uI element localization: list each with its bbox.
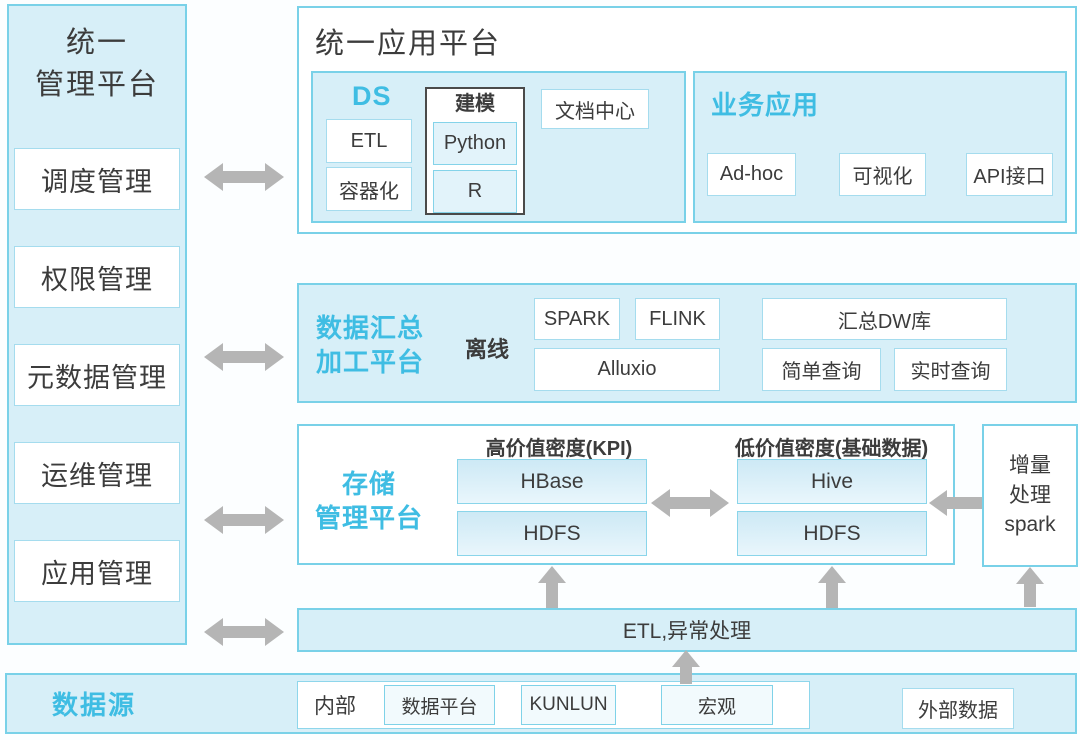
- arrow-head-left: [204, 163, 223, 191]
- external-data-box: 外部数据: [902, 688, 1014, 729]
- dw-store-box: 汇总DW库: [762, 298, 1007, 340]
- offline-label: 离线: [465, 337, 510, 362]
- arrow-head-right: [265, 343, 284, 371]
- up-arrow: [538, 566, 566, 608]
- api-box: API接口: [966, 153, 1053, 196]
- storage-title-line1: 存储: [341, 469, 396, 499]
- application-platform-panel: 统一应用平台 DS ETL 容器化 建模 Python R 文档中心 业务应用 …: [297, 6, 1077, 234]
- arrow-shaft: [546, 583, 558, 608]
- macro-box: 宏观: [661, 685, 773, 725]
- python-box: Python: [433, 122, 517, 165]
- management-platform-panel: 统一 管理平台 调度管理 权限管理 元数据管理 运维管理 应用管理: [7, 4, 187, 645]
- high-density-header: 高价值密度(KPI): [485, 438, 633, 460]
- sidebar-item-metadata: 元数据管理: [14, 344, 180, 406]
- arrow-shaft: [826, 583, 838, 608]
- spark-box: SPARK: [534, 298, 620, 340]
- datasource-panel: 数据源 内部 数据平台 KUNLUN 宏观 外部数据: [5, 673, 1077, 734]
- hdfs-box-high: HDFS: [457, 511, 647, 556]
- hive-box: Hive: [737, 459, 927, 504]
- bidirectional-arrow: [204, 163, 284, 191]
- arrow-head-right: [265, 506, 284, 534]
- realtime-query-box: 实时查询: [894, 348, 1007, 391]
- arrow-head-left: [651, 489, 670, 517]
- arrow-head-up: [672, 650, 700, 667]
- aggregation-platform-title: 数据汇总 加工平台: [316, 312, 428, 380]
- alluxio-box: Alluxio: [534, 348, 720, 391]
- arrow-head-left: [929, 490, 947, 516]
- sidebar-item-application: 应用管理: [14, 540, 180, 602]
- aggregation-title-line1: 数据汇总: [316, 313, 425, 343]
- incremental-line1: 增量: [1008, 454, 1051, 478]
- storage-platform-title: 存储 管理平台: [313, 468, 425, 536]
- arrow-shaft: [947, 497, 982, 509]
- arrow-shaft: [1024, 584, 1036, 607]
- arrow-head-right: [265, 163, 284, 191]
- incremental-line3: spark: [1004, 513, 1056, 537]
- left-arrow: [929, 490, 982, 516]
- kunlun-box: KUNLUN: [521, 685, 616, 725]
- arrow-shaft: [223, 626, 265, 638]
- arrow-head-left: [204, 506, 223, 534]
- arrow-head-left: [204, 343, 223, 371]
- aggregation-platform-panel: 数据汇总 加工平台 离线 SPARK FLINK Alluxio 汇总DW库 简…: [297, 283, 1077, 403]
- modeling-label: 建模: [455, 93, 495, 115]
- hdfs-box-low: HDFS: [737, 511, 927, 556]
- etl-exception-label: ETL,异常处理: [622, 620, 752, 643]
- bidirectional-arrow: [204, 618, 284, 646]
- simple-query-box: 简单查询: [762, 348, 881, 391]
- arrow-shaft: [680, 667, 692, 684]
- incremental-line2: 处理: [1008, 483, 1051, 507]
- incremental-spark-box: 增量 处理 spark: [982, 424, 1078, 567]
- arrow-shaft: [670, 497, 710, 509]
- management-title-line1: 统一: [65, 27, 128, 59]
- doc-center-box: 文档中心: [541, 89, 649, 129]
- sidebar-item-permissions: 权限管理: [14, 246, 180, 308]
- adhoc-box: Ad-hoc: [707, 153, 796, 196]
- internal-sources-box: 内部 数据平台 KUNLUN 宏观: [297, 681, 810, 729]
- containerization-box: 容器化: [326, 167, 412, 211]
- storage-platform-panel: 存储 管理平台 高价值密度(KPI) HBase HDFS 低价值密度(基础数据…: [297, 424, 955, 565]
- arrow-head-right: [265, 618, 284, 646]
- arrow-head-up: [818, 566, 846, 583]
- modeling-box: 建模 Python R: [425, 87, 525, 215]
- management-title-line2: 管理平台: [34, 69, 159, 102]
- arrow-head-right: [710, 489, 729, 517]
- arrow-head-left: [204, 618, 223, 646]
- up-arrow: [818, 566, 846, 608]
- management-platform-title: 统一 管理平台: [9, 22, 185, 106]
- application-platform-title: 统一应用平台: [315, 28, 502, 60]
- arrow-shaft: [223, 171, 265, 183]
- low-density-header: 低价值密度(基础数据): [734, 438, 929, 460]
- sidebar-item-scheduling: 调度管理: [14, 148, 180, 210]
- ds-label: DS: [352, 81, 392, 111]
- etl-exception-bar: ETL,异常处理: [297, 608, 1077, 652]
- storage-title-line2: 管理平台: [314, 502, 423, 533]
- etl-box: ETL: [326, 119, 412, 163]
- incremental-spark-text: 增量 处理 spark: [1004, 451, 1055, 539]
- arrow-shaft: [223, 351, 265, 363]
- bidirectional-arrow: [204, 343, 284, 371]
- internal-label: 内部: [314, 695, 356, 718]
- ds-subpanel: DS ETL 容器化 建模 Python R 文档中心: [311, 71, 686, 223]
- up-arrow: [672, 650, 700, 684]
- business-apps-label: 业务应用: [711, 90, 820, 120]
- aggregation-title-line2: 加工平台: [316, 346, 425, 377]
- bidirectional-arrow: [204, 506, 284, 534]
- r-box: R: [433, 170, 517, 213]
- visualization-box: 可视化: [839, 153, 926, 196]
- bidirectional-arrow: [651, 489, 729, 517]
- arrow-head-up: [1016, 567, 1044, 584]
- business-apps-subpanel: 业务应用 Ad-hoc 可视化 API接口: [693, 71, 1067, 223]
- sidebar-item-operations: 运维管理: [14, 442, 180, 504]
- data-platform-box: 数据平台: [384, 685, 495, 725]
- hbase-box: HBase: [457, 459, 647, 504]
- datasource-title: 数据源: [52, 690, 137, 720]
- arrow-shaft: [223, 514, 265, 526]
- up-arrow: [1016, 567, 1044, 607]
- flink-box: FLINK: [635, 298, 720, 340]
- arrow-head-up: [538, 566, 566, 583]
